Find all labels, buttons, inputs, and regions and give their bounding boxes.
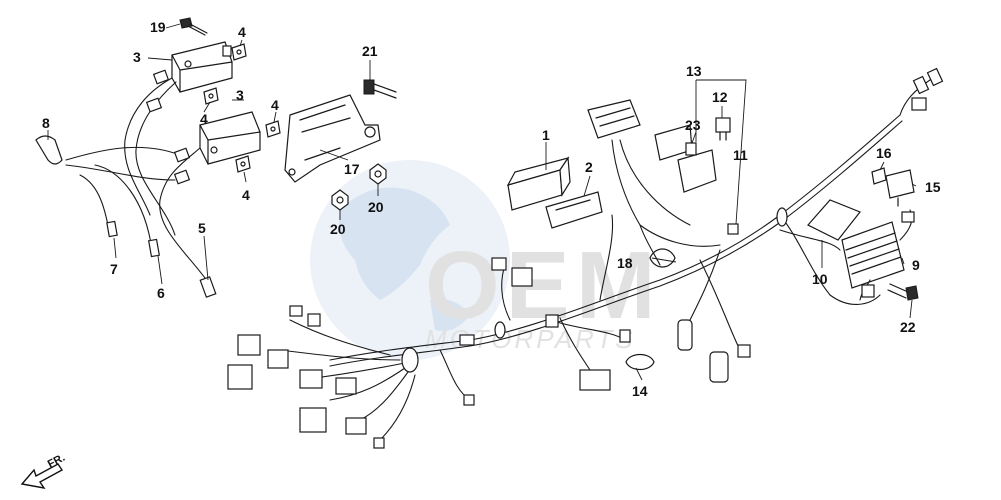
- callout-labels: 19 3 4 3 4 4 4 8 5 7 6 21 17 20 20 1 2 1…: [42, 19, 941, 399]
- callout-4-a: 4: [238, 24, 246, 40]
- bolt-22[interactable]: [887, 283, 919, 301]
- clip-11[interactable]: [727, 223, 739, 235]
- fuse-box-1[interactable]: [506, 156, 571, 211]
- callout-10: 10: [812, 271, 828, 287]
- relay-holder-16[interactable]: [871, 167, 887, 185]
- callout-20-a: 20: [330, 221, 346, 237]
- callout-17: 17: [344, 161, 360, 177]
- callout-3-upper: 3: [133, 49, 141, 65]
- callout-8: 8: [42, 115, 50, 131]
- leader-lines: [47, 23, 917, 381]
- nut-20-a[interactable]: [331, 189, 349, 211]
- callout-23: 23: [685, 117, 701, 133]
- clip-4-d[interactable]: [235, 155, 251, 173]
- front-label: FR.: [46, 452, 67, 471]
- callout-11: 11: [733, 147, 748, 163]
- callout-4-d: 4: [242, 187, 250, 203]
- regulator-rectifier-9[interactable]: [807, 199, 905, 289]
- front-direction-arrow: FR.: [20, 452, 67, 489]
- watermark: OEM MOTORPARTS: [310, 160, 662, 360]
- callout-2: 2: [585, 159, 593, 175]
- nut-20-b[interactable]: [369, 163, 387, 185]
- callout-4-c: 4: [271, 97, 279, 113]
- fuse-box-cover-2[interactable]: [545, 191, 603, 229]
- callout-3-lower: 3: [236, 87, 244, 103]
- clip-4-a[interactable]: [231, 43, 247, 61]
- harness-connectors-right[interactable]: [737, 67, 944, 358]
- sensor-cylinder-b[interactable]: [709, 351, 729, 383]
- ignition-coil-upper[interactable]: [171, 41, 233, 93]
- callout-6: 6: [157, 285, 165, 301]
- callout-19: 19: [150, 19, 166, 35]
- callout-14: 14: [632, 383, 648, 399]
- watermark-sub: MOTORPARTS: [425, 324, 636, 354]
- coil-bracket-17[interactable]: [284, 94, 381, 183]
- callout-15: 15: [925, 179, 941, 195]
- arrow-left-icon: [20, 463, 64, 489]
- callout-12: 12: [712, 89, 728, 105]
- relay-12[interactable]: [715, 117, 731, 141]
- watermark-brand: OEM: [425, 232, 662, 339]
- cable-band-18[interactable]: [649, 248, 676, 268]
- callout-4-b: 4: [200, 111, 208, 127]
- callout-13: 13: [686, 63, 702, 79]
- connector-block[interactable]: [587, 99, 717, 193]
- bolt-21[interactable]: [363, 79, 397, 99]
- callout-1: 1: [542, 127, 550, 143]
- spark-plug-leads[interactable]: [35, 69, 217, 298]
- clip-4-b[interactable]: [203, 87, 219, 105]
- relay-15[interactable]: [885, 169, 915, 207]
- callout-20-b: 20: [368, 199, 384, 215]
- callout-5: 5: [198, 220, 206, 236]
- callout-21: 21: [362, 43, 378, 59]
- ignition-coil-lower[interactable]: [199, 111, 261, 165]
- main-wire-harness[interactable]: [279, 79, 931, 441]
- clip-4-c[interactable]: [265, 120, 281, 138]
- fuse-23[interactable]: [685, 142, 697, 156]
- clamp-14[interactable]: [625, 353, 655, 371]
- callout-18: 18: [617, 255, 633, 271]
- callout-16: 16: [876, 145, 892, 161]
- bolt-19[interactable]: [179, 17, 208, 36]
- callout-7: 7: [110, 261, 118, 277]
- watermark-continents: [339, 187, 470, 331]
- callout-9: 9: [912, 257, 920, 273]
- harness-connectors-left[interactable]: [227, 257, 631, 449]
- callout-22: 22: [900, 319, 916, 335]
- sensor-cylinder-a[interactable]: [677, 319, 693, 351]
